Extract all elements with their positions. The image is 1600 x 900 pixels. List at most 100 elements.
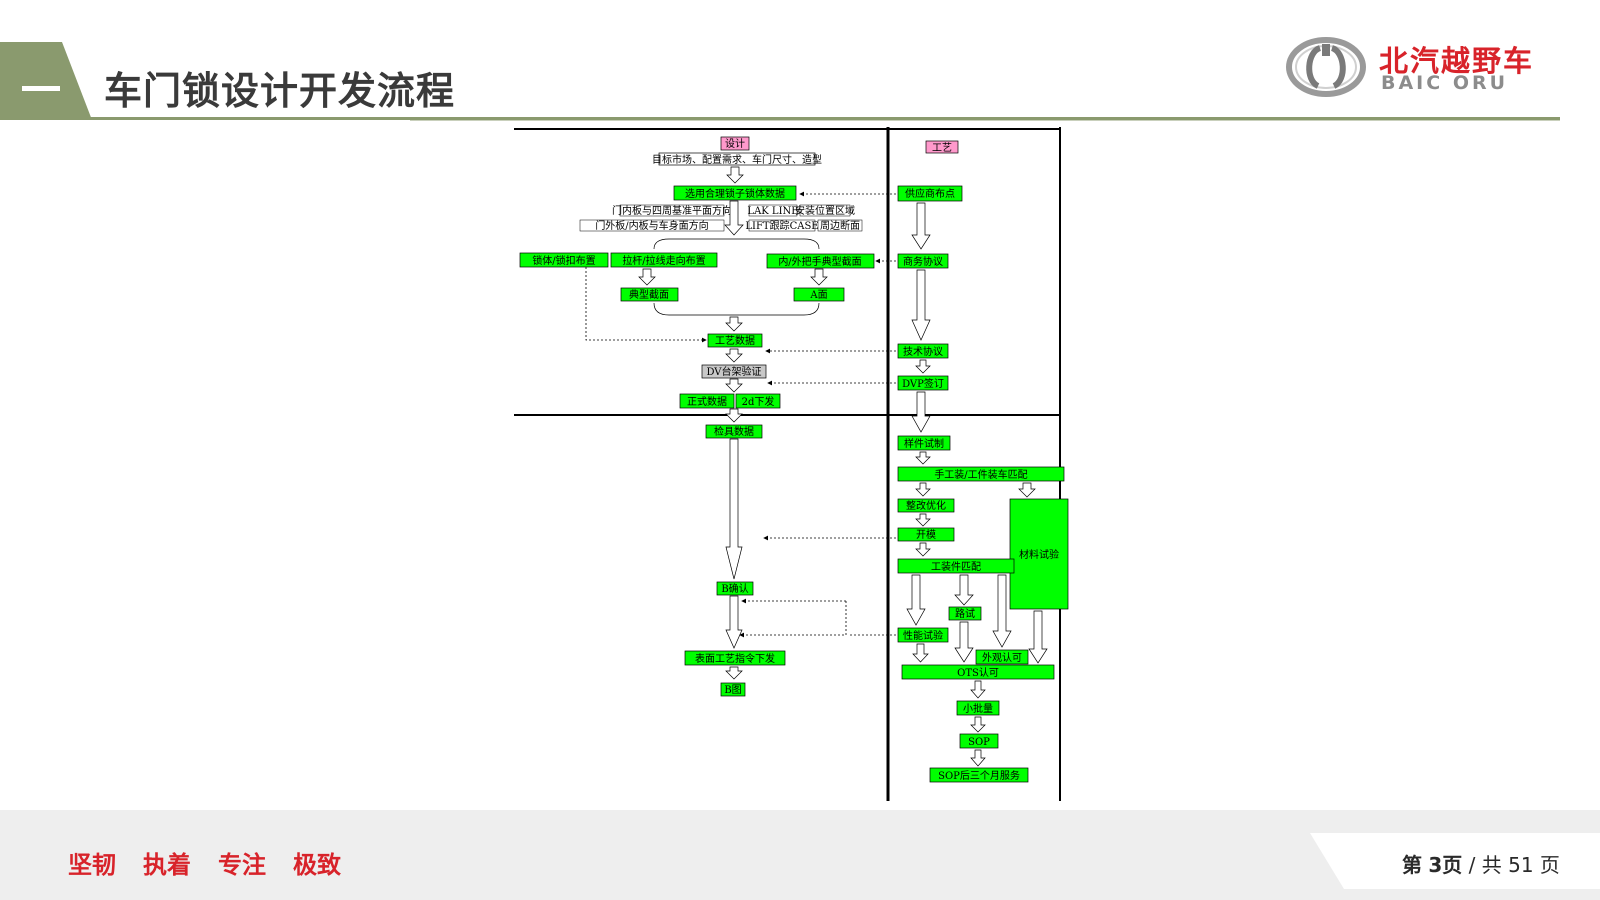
svg-text:检具数据: 检具数据 [714,425,754,438]
flow-box-d10: B确认 [716,581,754,596]
page-total: 共 51 页 [1481,853,1560,877]
svg-text:锁体/锁扣布置: 锁体/锁扣布置 [532,254,595,267]
flow-box-p17: SOP后三个月服务 [929,767,1029,783]
flow-box-d4c: 内/外把手典型截面 [766,253,875,269]
flow-box-d5a: 典型截面 [620,287,679,302]
title-dash [22,86,60,91]
svg-text:B图: B图 [724,684,741,696]
flow-box-d4a: 锁体/锁扣布置 [519,252,609,268]
svg-text:供应商布点: 供应商布点 [905,187,955,200]
motto-word: 极致 [293,851,341,879]
door-lock-flowchart: 设计 工艺 目标市场、配置需求、车门尺寸、造型 选用合理锁子锁体数据 门内板与四… [514,127,1069,801]
flow-box-p14: OTS认可 [901,664,1055,680]
lane-header-process: 工艺 [925,140,959,154]
brand-logo: 北汽越野车 BAIC ORU [1285,36,1565,98]
svg-text:安装位置区域: 安装位置区域 [795,204,855,217]
flow-dotted-connectors [585,191,896,638]
motto-word: 执着 [143,851,191,879]
flow-box-p15: 小批量 [956,700,1000,716]
flow-box-d2: 选用合理锁子锁体数据 [673,185,797,201]
svg-text:工装件匹配: 工装件匹配 [931,560,981,573]
flow-box-d3a: 门内板与四周基准平面方向 [612,204,732,217]
svg-text:典型截面: 典型截面 [629,288,669,301]
flow-box-p6: 手工装/工件装车匹配 [897,466,1065,482]
svg-text:工艺数据: 工艺数据 [715,334,755,347]
lane-process-label: 工艺 [932,142,952,154]
flow-box-p16: SOP [959,733,999,749]
svg-text:拉杆/拉线走向布置: 拉杆/拉线走向布置 [622,254,705,267]
page-number: 第 3页 / 共 51 页 [1402,849,1560,878]
svg-text:技术协议: 技术协议 [903,345,943,358]
flow-box-p8: 开模 [897,527,955,542]
svg-text:开模: 开模 [916,529,936,541]
page-separator: / [1468,853,1476,877]
flow-box-p1: 供应商布点 [897,185,963,202]
lane-design-label: 设计 [725,137,745,150]
title-tab-decoration [0,42,92,120]
flow-box-d11: 表面工艺指令下发 [684,650,786,666]
page-current: 3页 [1428,853,1463,877]
svg-text:内/外把手典型截面: 内/外把手典型截面 [778,255,861,268]
title-underline-thin [410,120,1560,121]
svg-text:周边断面: 周边断面 [820,219,860,232]
svg-text:材料试验: 材料试验 [1019,548,1059,561]
flow-box-d8a: 正式数据 [679,393,735,409]
flow-box-d3d: 安装位置区域 [795,204,855,217]
svg-text:DVP签订: DVP签订 [902,377,944,390]
motto-word: 坚韧 [68,851,116,879]
flow-box-p7: 整改优化 [897,498,955,513]
page-prefix: 第 [1402,853,1422,877]
flow-box-p10: 工装件匹配 [897,558,1015,574]
logo-english-text: BAIC ORU [1381,72,1509,94]
flow-box-d9: 检具数据 [705,424,763,439]
svg-text:门外板/内板与车身面方向: 门外板/内板与车身面方向 [595,219,708,232]
motto-word: 专注 [218,851,266,879]
flow-box-d7: DV台架验证 [701,364,767,379]
svg-text:正式数据: 正式数据 [687,395,727,408]
svg-text:整改优化: 整改优化 [906,499,946,512]
flow-arrows-process [906,202,1048,767]
footer-page-strip [1310,833,1600,889]
svg-text:LIFT跟踪CASE: LIFT跟踪CASE [745,219,818,232]
svg-text:性能试验: 性能试验 [903,629,943,642]
svg-text:DV台架验证: DV台架验证 [706,365,761,378]
svg-text:A面: A面 [809,290,827,301]
flow-box-p11: 路试 [948,606,982,621]
flow-box-p9: 材料试验 [1009,498,1069,610]
svg-text:手工装/工件装车匹配: 手工装/工件装车匹配 [934,468,1027,481]
flow-box-p4: DVP签订 [897,375,949,391]
flow-box-p5: 样件试制 [897,435,951,451]
flow-box-d3c: LAK LINE [747,204,799,217]
flow-box-p3: 技术协议 [897,343,949,359]
title-underline [0,117,1560,120]
svg-text:小批量: 小批量 [963,702,993,715]
footer-motto: 坚韧执着专注极致 [68,845,368,880]
flow-box-d3e: LIFT跟踪CASE [745,219,818,232]
svg-text:B确认: B确认 [721,582,748,595]
flow-box-d3f: 周边断面 [817,219,863,232]
flow-box-d5b: A面 [793,287,845,302]
flow-arrows-design [638,166,828,680]
flow-box-p2: 商务协议 [897,253,949,269]
svg-text:LAK LINE: LAK LINE [747,206,798,217]
flow-box-p12: 性能试验 [897,627,949,643]
logo-chinese-text: 北汽越野车 [1379,44,1535,78]
flow-box-d3b: 门外板/内板与车身面方向 [579,219,725,232]
svg-text:门内板与四周基准平面方向: 门内板与四周基准平面方向 [612,204,732,217]
svg-text:外观认可: 外观认可 [982,651,1022,664]
baic-emblem-icon [1286,37,1366,97]
flow-box-p13: 外观认可 [975,649,1029,665]
lane-header-design: 设计 [720,136,750,151]
flow-box-d6: 工艺数据 [707,333,763,348]
svg-text:2d下发: 2d下发 [742,395,775,408]
svg-text:SOP: SOP [968,737,990,748]
svg-text:选用合理锁子锁体数据: 选用合理锁子锁体数据 [685,187,785,200]
svg-text:路试: 路试 [955,607,975,620]
svg-text:商务协议: 商务协议 [903,255,943,268]
svg-text:OTS认可: OTS认可 [957,666,999,679]
flow-box-d12: B图 [720,682,746,697]
flow-box-d1: 目标市场、配置需求、车门尺寸、造型 [652,152,822,166]
flow-box-d8b: 2d下发 [735,393,781,409]
svg-text:样件试制: 样件试制 [904,437,944,450]
page-title: 车门锁设计开发流程 [104,69,456,113]
